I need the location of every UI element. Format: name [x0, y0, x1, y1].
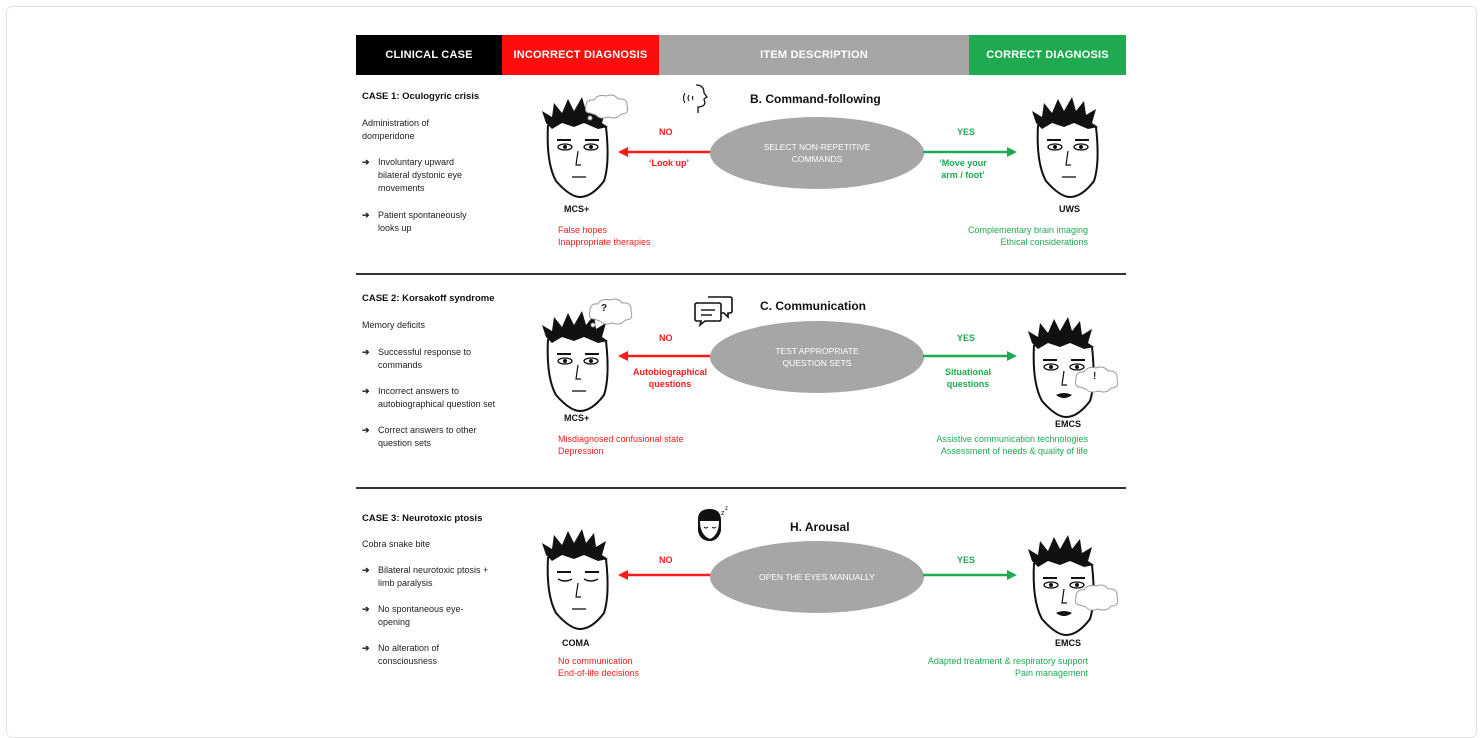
yes-label: YES	[957, 555, 976, 565]
item-oval: OPEN THE EYES MANUALLY	[710, 541, 924, 613]
arrow-icon: ➔	[362, 604, 370, 614]
case-3-bullet: ➔ Bilateral neurotoxic ptosis + limb par…	[362, 565, 489, 588]
incorrect-consequence: End-of-life decisions	[558, 668, 640, 678]
yes-label: YES	[957, 333, 976, 343]
correct-consequence: Ethical considerations	[1000, 237, 1088, 247]
header-item-description: ITEM DESCRIPTION	[659, 35, 969, 75]
arrow-icon: ➔	[362, 425, 370, 435]
case-3-bullet: ➔ No spontaneous eye-opening	[362, 604, 464, 627]
header-correct-diagnosis: CORRECT DIAGNOSIS	[969, 35, 1126, 75]
patient-face-icon	[1028, 535, 1095, 637]
exclamation-mark: !	[1093, 371, 1097, 382]
right-command-label: Situational questions	[944, 367, 991, 389]
patient-face-icon	[1028, 317, 1095, 419]
item-instruction: SELECT NON-REPETITIVE COMMANDS	[763, 142, 871, 164]
header-incorrect-diagnosis: INCORRECT DIAGNOSIS	[502, 35, 659, 75]
patient-face-icon	[1032, 97, 1099, 199]
incorrect-diagnosis-label: MCS+	[564, 413, 590, 423]
item-instruction: OPEN THE EYES MANUALLY	[759, 572, 875, 582]
arrow-icon: ➔	[362, 386, 370, 396]
svg-text:z: z	[721, 510, 725, 517]
correct-diagnosis-label: EMCS	[1055, 638, 1082, 648]
speech-cloud-icon	[1075, 584, 1119, 611]
case-1-bullet: ➔ Patient spontaneously looks up	[362, 210, 467, 233]
item-oval: TEST APPROPRIATE QUESTION SETS	[710, 321, 924, 393]
arrow-icon: ➔	[362, 210, 370, 220]
svg-text:z: z	[725, 506, 728, 512]
no-arrow	[618, 570, 712, 580]
correct-diagnosis-label: EMCS	[1055, 419, 1082, 429]
case-divider	[356, 273, 1126, 275]
wrong-command-label: Autobiographical questions	[633, 367, 707, 389]
correct-diagnosis-label: UWS	[1059, 204, 1080, 214]
case-2-bullet: ➔ Correct answers to other question sets	[362, 425, 477, 448]
item-instruction: TEST APPROPRIATE QUESTION SETS	[775, 346, 859, 368]
yes-label: YES	[957, 127, 976, 137]
case-1-context: Administration of domperidone	[362, 118, 430, 141]
correct-consequence: Complementary brain imaging	[967, 225, 1088, 235]
yes-arrow	[923, 570, 1017, 580]
case-3-bullet: ➔ No alteration of consciousness	[362, 643, 440, 666]
incorrect-diagnosis-label: MCS+	[564, 204, 590, 214]
case-3-context: Cobra snake bite	[362, 539, 431, 549]
case-2-context: Memory deficits	[362, 320, 426, 330]
right-command-label: ‘Move your arm / foot’	[939, 158, 987, 180]
arrow-icon: ➔	[362, 565, 370, 575]
arrow-icon: ➔	[362, 643, 370, 653]
case-1-bullet: ➔ Involuntary upward bilateral dystonic …	[362, 157, 463, 193]
speech-cloud-icon	[1075, 366, 1119, 393]
case-1-title: CASE 1: Oculogyric crisis	[362, 91, 480, 102]
item-oval: SELECT NON-REPETITIVE COMMANDS	[710, 117, 924, 189]
arrow-icon: ➔	[362, 157, 370, 167]
wrong-command-label: ‘Look up’	[649, 158, 689, 168]
no-label: NO	[659, 127, 673, 137]
no-label: NO	[659, 555, 673, 565]
speech-bubbles-icon	[694, 296, 733, 327]
item-title: C. Communication	[760, 299, 867, 313]
incorrect-consequence: No communication	[558, 656, 633, 666]
incorrect-diagnosis-label: COMA	[562, 638, 590, 648]
correct-consequence: Pain management	[1014, 668, 1088, 678]
case-2-title: CASE 2: Korsakoff syndrome	[362, 293, 495, 304]
case-3-title: CASE 3: Neurotoxic ptosis	[362, 513, 483, 524]
no-label: NO	[659, 333, 673, 343]
incorrect-consequence: Inappropriate therapies	[558, 237, 651, 247]
case-2-bullet: ➔ Incorrect answers to autobiographical …	[362, 386, 496, 409]
diagnosis-figure: CLINICAL CASE INCORRECT DIAGNOSIS ITEM D…	[356, 35, 1126, 695]
incorrect-consequence: False hopes	[558, 225, 608, 235]
sleeping-head-icon: z z	[698, 506, 728, 541]
item-title: B. Command-following	[750, 92, 881, 106]
no-arrow	[618, 147, 712, 157]
arrow-icon: ➔	[362, 347, 370, 357]
incorrect-consequence: Misdiagnosed confusional state	[558, 434, 684, 444]
no-arrow	[618, 351, 712, 361]
header-clinical-case: CLINICAL CASE	[356, 35, 502, 75]
case-divider	[356, 487, 1126, 489]
yes-arrow	[923, 351, 1017, 361]
thought-cloud-icon	[585, 94, 629, 121]
speaking-head-icon	[682, 84, 708, 113]
case-2-bullet: ➔ Successful response to commands	[362, 347, 472, 370]
yes-arrow	[923, 147, 1017, 157]
thought-cloud-icon	[589, 298, 633, 328]
incorrect-consequence: Depression	[558, 446, 604, 456]
question-mark: ?	[601, 303, 608, 314]
patient-face-icon	[542, 529, 609, 631]
correct-consequence: Adapted treatment & respiratory support	[927, 656, 1088, 666]
item-title: H. Arousal	[790, 520, 850, 534]
correct-consequence: Assessment of needs & quality of life	[940, 446, 1088, 456]
correct-consequence: Assistive communication technologies	[936, 434, 1088, 444]
